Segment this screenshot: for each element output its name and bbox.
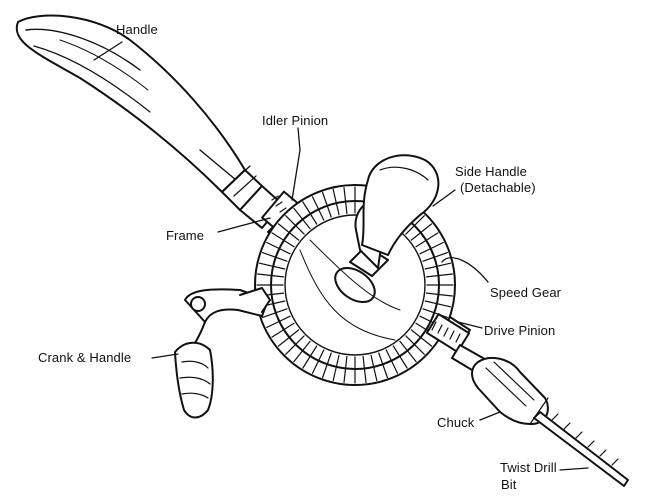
- label-idler-pinion: Idler Pinion: [262, 113, 328, 128]
- leader-crank-handle: [152, 354, 178, 358]
- speed-gear: [255, 185, 455, 385]
- label-twist-drill-line1: Twist Drill: [500, 460, 557, 475]
- label-speed-gear: Speed Gear: [490, 285, 561, 300]
- label-side-handle-line2: (Detachable): [460, 180, 536, 195]
- leader-idler-pinion: [292, 128, 300, 200]
- crank-handle: [175, 288, 270, 418]
- label-twist-drill-line2: Bit: [501, 477, 516, 492]
- leader-chuck: [480, 412, 500, 420]
- label-handle: Handle: [116, 22, 158, 37]
- leader-twist-drill: [560, 468, 588, 470]
- label-crank-handle: Crank & Handle: [38, 350, 131, 365]
- label-frame: Frame: [166, 228, 204, 243]
- label-side-handle-line1: Side Handle: [455, 164, 527, 179]
- label-chuck: Chuck: [437, 415, 474, 430]
- label-drive-pinion: Drive Pinion: [484, 323, 555, 338]
- main-handle: [17, 16, 282, 228]
